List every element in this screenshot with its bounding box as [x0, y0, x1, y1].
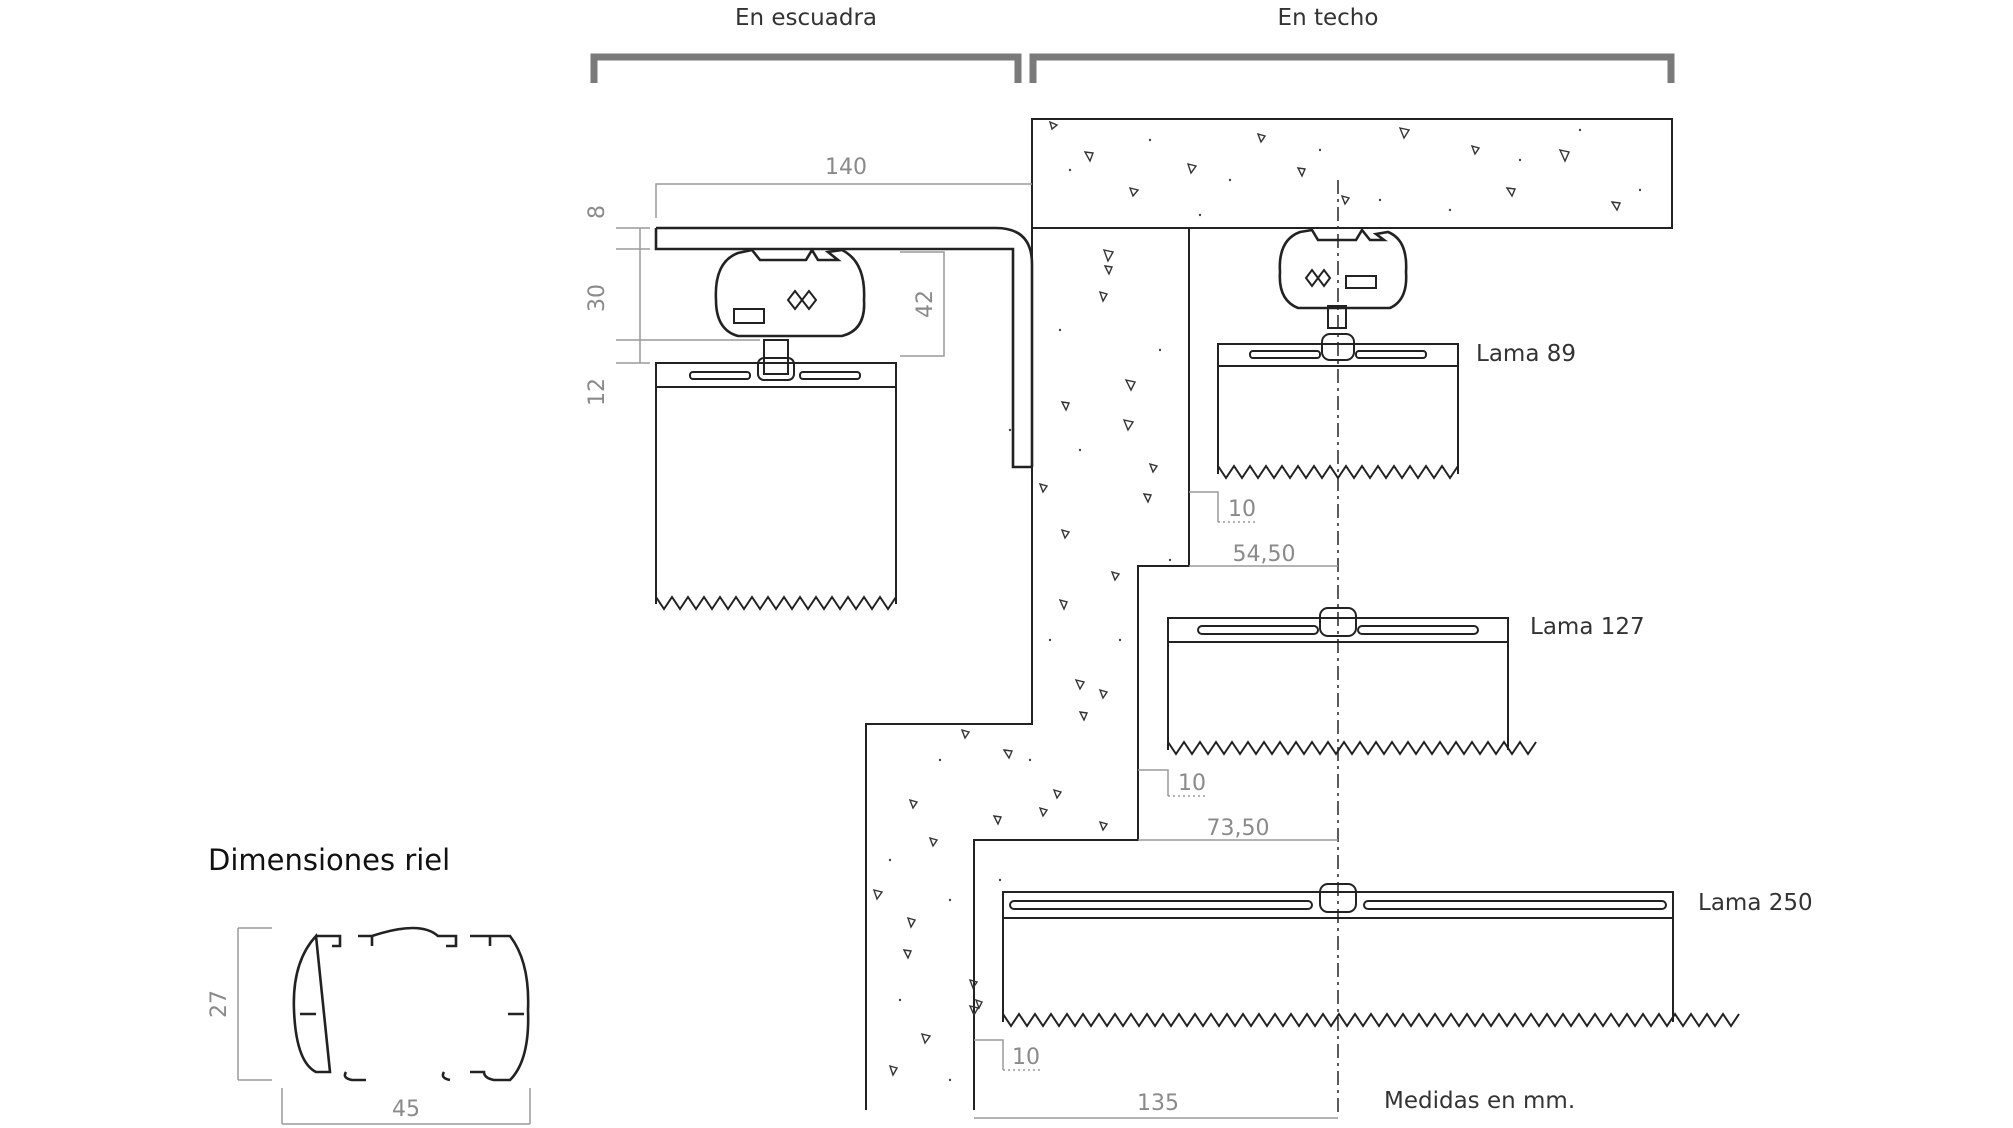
slat-250-clear-dim: 10 — [1012, 1045, 1040, 1070]
header-corner: En escuadra — [590, 5, 1022, 83]
slat-250: Lama 250 10 135 — [974, 883, 1813, 1119]
ceiling-slab — [1031, 118, 1673, 229]
header-ceiling-label: En techo — [1278, 5, 1379, 31]
corner-top-dim: 8 — [585, 205, 610, 219]
header-ceiling: En techo — [1029, 5, 1675, 83]
rail-width-dim: 45 — [392, 1097, 420, 1122]
slat-89-offset-dim: 54,50 — [1233, 542, 1296, 567]
aggregate-marks — [872, 120, 1622, 1077]
rail-dimensions: Dimensiones riel 27 45 — [207, 843, 531, 1125]
rail-height-dim: 27 — [207, 990, 232, 1018]
slat-89-label: Lama 89 — [1476, 341, 1576, 367]
units-note: Medidas en mm. — [1384, 1088, 1575, 1114]
slat-250-offset-dim: 135 — [1137, 1091, 1179, 1116]
corner-mount: 140 8 30 12 42 — [585, 155, 1034, 611]
slat-89-clear-dim: 10 — [1228, 497, 1256, 522]
slat-127-clear-dim: 10 — [1178, 771, 1206, 796]
slat-127-label: Lama 127 — [1530, 614, 1645, 640]
aggregate-dots — [888, 128, 1642, 1082]
corner-carriage-dim: 30 — [585, 284, 610, 312]
corner-bracket-dim: 42 — [913, 290, 938, 318]
rail-title: Dimensiones riel — [208, 843, 450, 877]
slat-89: Lama 89 10 54,50 — [1189, 333, 1576, 567]
slat-127-offset-dim: 73,50 — [1207, 816, 1270, 841]
ceiling-carriage — [1278, 227, 1408, 329]
slat-127: Lama 127 10 73,50 — [1138, 607, 1645, 841]
corner-width-dim: 140 — [825, 155, 867, 180]
slat-250-label: Lama 250 — [1698, 890, 1813, 916]
corner-gap-dim: 12 — [585, 378, 610, 406]
header-corner-label: En escuadra — [735, 5, 877, 31]
